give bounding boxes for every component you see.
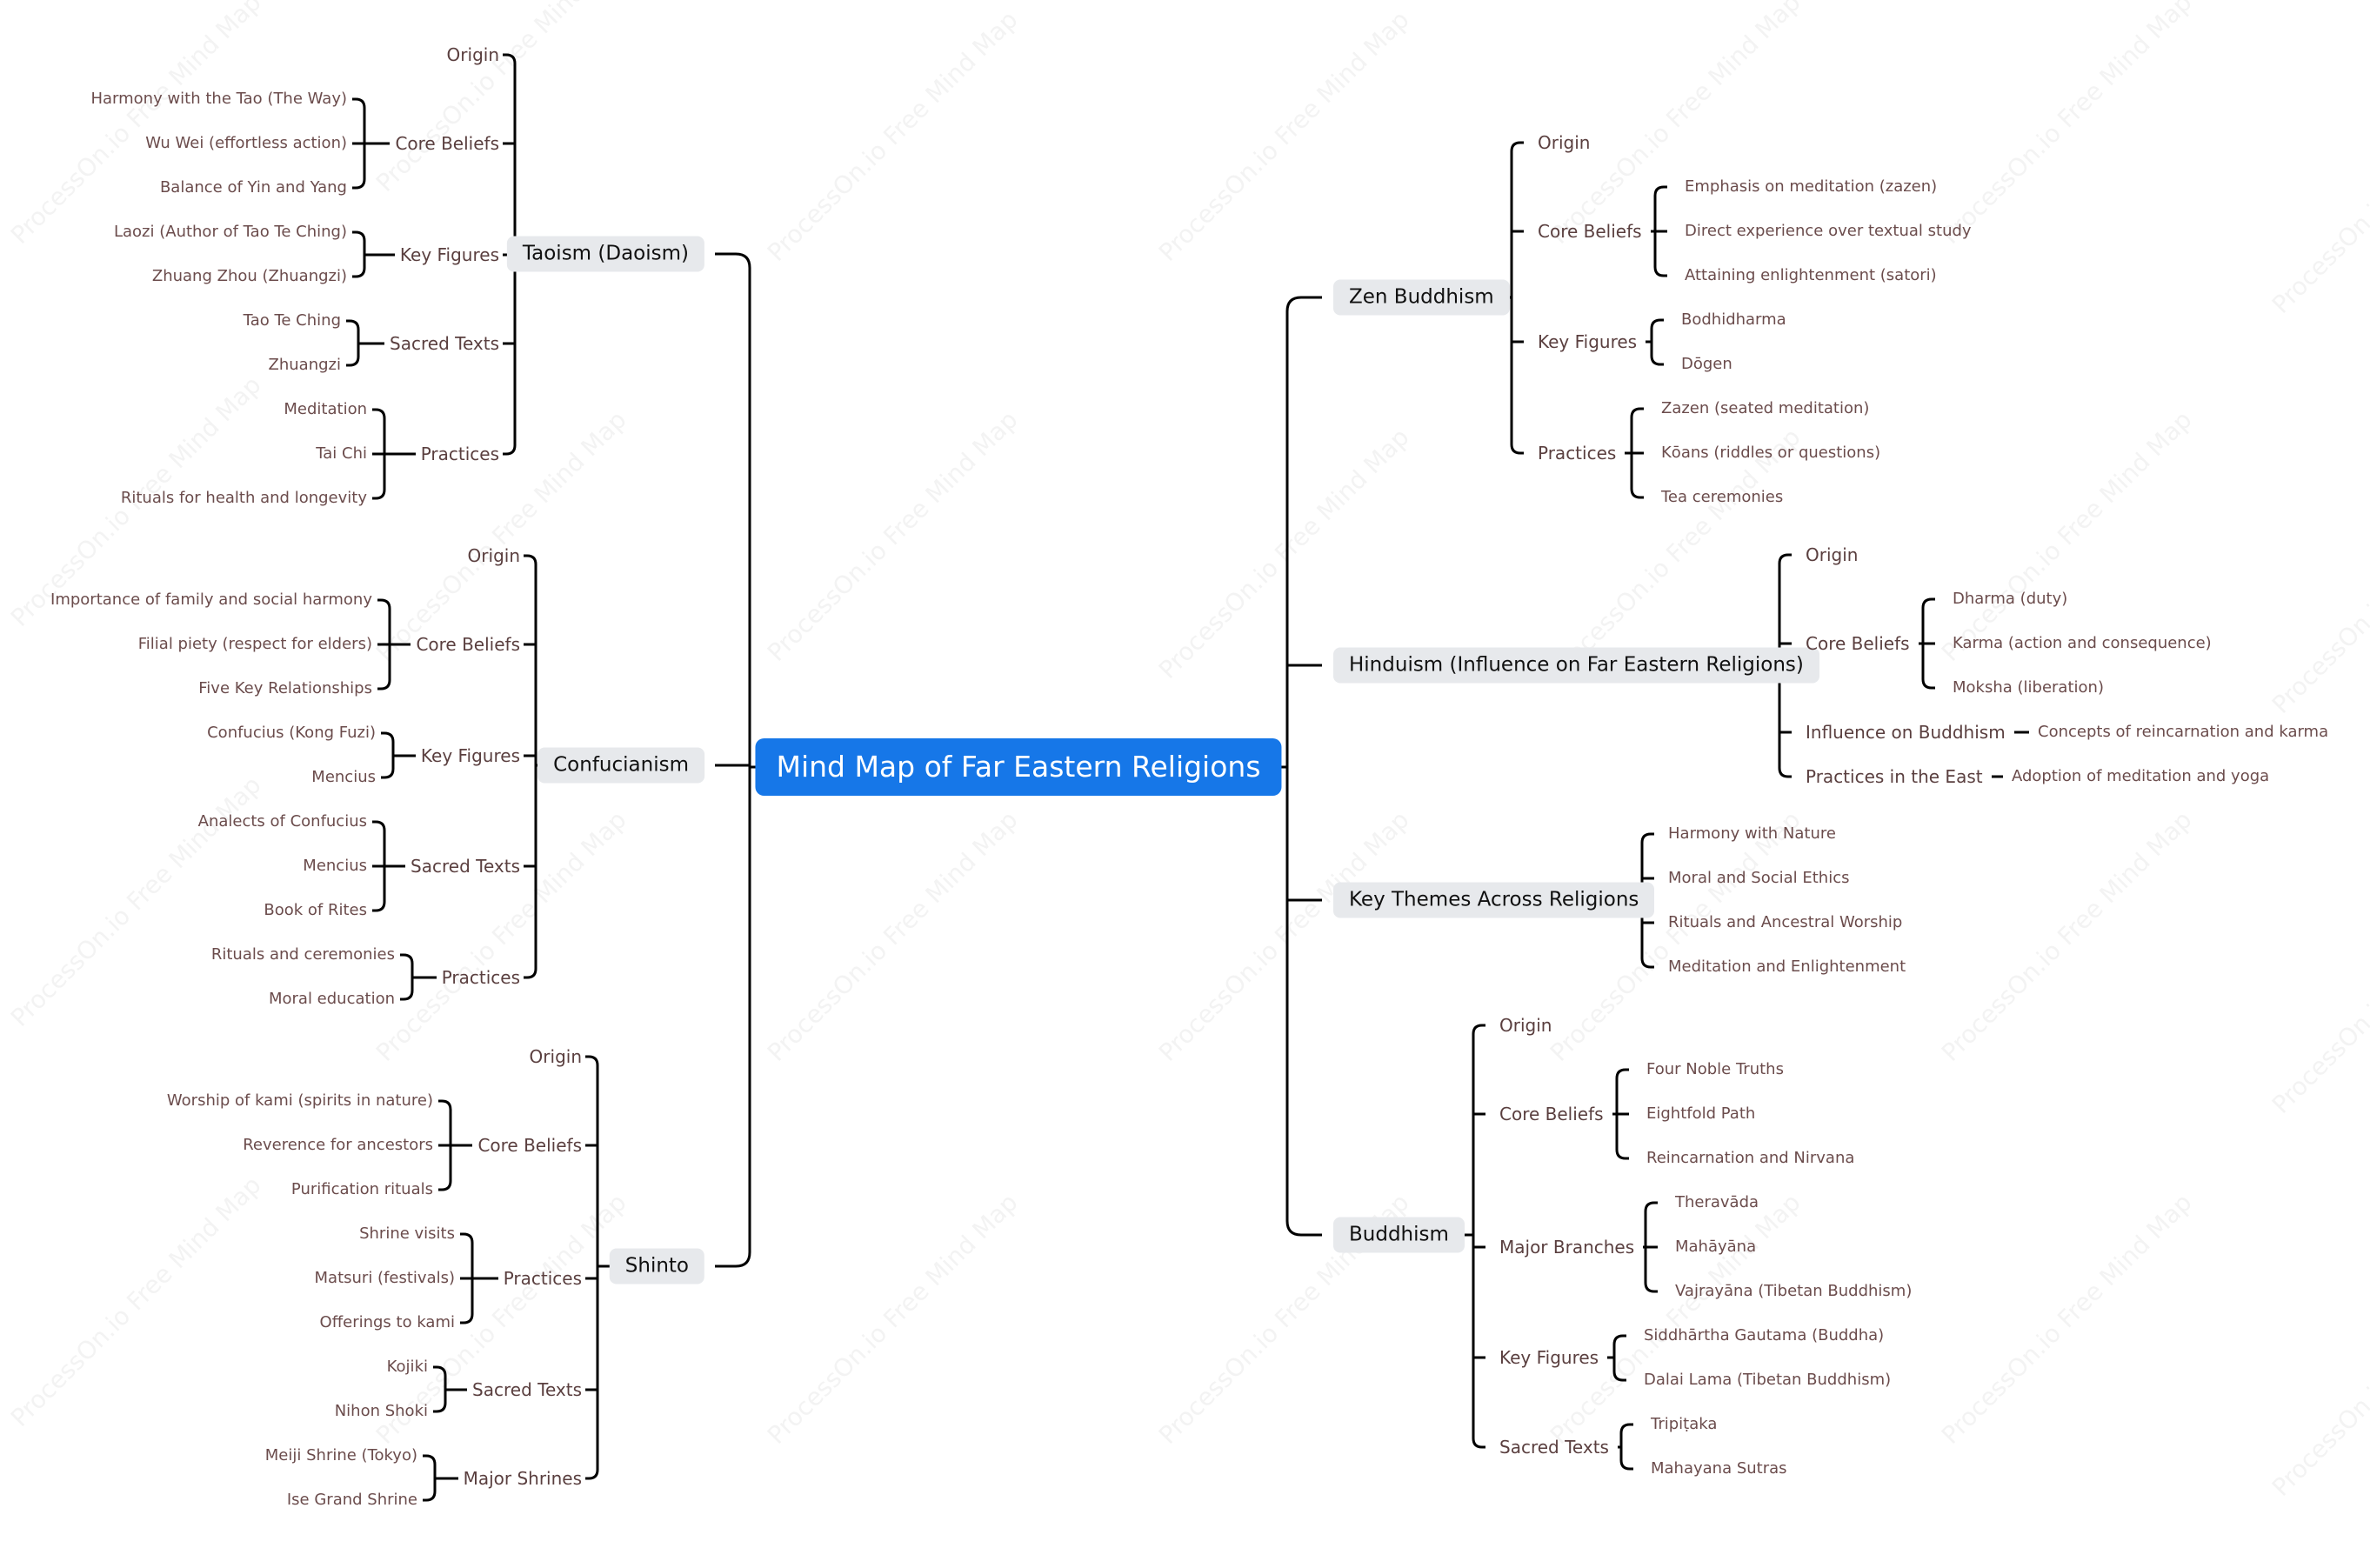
zen-buddhism-topic-2[interactable]: Key Figures (1538, 331, 1638, 352)
taoism-daoism-sub-4-0[interactable]: Meditation (284, 400, 367, 418)
key-themes-across-religions-topic-3[interactable]: Meditation and Enlightenment (1668, 957, 1906, 976)
confucianism-sub-3-2[interactable]: Book of Rites (264, 901, 367, 919)
shinto-sub-2-1[interactable]: Matsuri (festivals) (314, 1269, 455, 1287)
hinduism-influence-on-far-eastern-religions-sub-1-0[interactable]: Dharma (duty) (1953, 590, 2068, 608)
right-spine (1285, 296, 1322, 1237)
root-topic[interactable]: Mind Map of Far Eastern Religions (755, 738, 1282, 796)
shinto-sub-1-1[interactable]: Reverence for ancestors (243, 1136, 433, 1154)
shinto-sub-1-2[interactable]: Purification rituals (290, 1180, 433, 1198)
taoism-daoism-topic-3[interactable]: Sacred Texts (390, 333, 499, 354)
shinto-topic-2[interactable]: Practices (503, 1268, 582, 1289)
confucianism-topic-2[interactable]: Key Figures (420, 745, 520, 766)
branch-buddhism[interactable]: Buddhism (1333, 1217, 1465, 1253)
buddhism-sub-3-0[interactable]: Siddhārtha Gautama (Buddha) (1644, 1326, 1885, 1344)
branch-key-themes-across-religions[interactable]: Key Themes Across Religions (1333, 882, 1655, 918)
taoism-daoism-sub-2-0[interactable]: Laozi (Author of Tao Te Ching) (113, 223, 347, 241)
confucianism-sub-1-1[interactable]: Filial piety (respect for elders) (137, 635, 372, 653)
buddhism-sub-1-0[interactable]: Four Noble Truths (1646, 1060, 1784, 1078)
shinto-sub-3-1[interactable]: Nihon Shoki (334, 1402, 428, 1420)
hinduism-influence-on-far-eastern-religions-sub-1-1[interactable]: Karma (action and consequence) (1953, 634, 2212, 652)
buddhism-sub-2-0[interactable]: Theravāda (1675, 1193, 1759, 1211)
zen-buddhism-sub-3-1[interactable]: Kōans (riddles or questions) (1661, 444, 1881, 462)
hinduism-influence-on-far-eastern-religions-topic-0[interactable]: Origin (1806, 544, 1859, 565)
confucianism-sub-1-0[interactable]: Importance of family and social harmony (50, 591, 372, 609)
shinto-topic-1[interactable]: Core Beliefs (477, 1135, 582, 1156)
branch-shinto[interactable]: Shinto (609, 1248, 704, 1284)
zen-buddhism-topic-1[interactable]: Core Beliefs (1538, 221, 1642, 242)
taoism-daoism-topic-2[interactable]: Key Figures (399, 244, 499, 265)
confucianism-sub-3-0[interactable]: Analects of Confucius (197, 812, 367, 831)
shinto-sub-2-0[interactable]: Shrine visits (359, 1224, 455, 1243)
shinto-sub-4-1[interactable]: Ise Grand Shrine (286, 1491, 417, 1509)
taoism-daoism-sub-4-2[interactable]: Rituals for health and longevity (120, 489, 367, 507)
shinto-sub-1-0[interactable]: Worship of kami (spirits in nature) (166, 1091, 433, 1110)
buddhism-topic-2[interactable]: Major Branches (1499, 1237, 1635, 1258)
confucianism-sub-3-1[interactable]: Mencius (303, 857, 367, 875)
confucianism-topic-1[interactable]: Core Beliefs (416, 634, 520, 655)
buddhism-sub-2-1[interactable]: Mahāyāna (1675, 1238, 1757, 1256)
confucianism-sub-4-0[interactable]: Rituals and ceremonies (210, 945, 395, 964)
key-themes-across-religions-topic-2[interactable]: Rituals and Ancestral Worship (1668, 913, 1903, 931)
confucianism-sub-2-1[interactable]: Mencius (311, 768, 376, 786)
confucianism-sub-2-0[interactable]: Confucius (Kong Fuzi) (207, 724, 376, 742)
zen-buddhism-sub-2-1[interactable]: Dōgen (1681, 355, 1732, 373)
buddhism-topic-0[interactable]: Origin (1499, 1015, 1552, 1036)
key-themes-across-religions-topic-1[interactable]: Moral and Social Ethics (1668, 869, 1850, 887)
branch-confucianism[interactable]: Confucianism (537, 747, 704, 784)
branch-hinduism-influence-on-far-eastern-religions[interactable]: Hinduism (Influence on Far Eastern Relig… (1333, 647, 1819, 684)
confucianism-topic-3[interactable]: Sacred Texts (411, 856, 520, 877)
buddhism-topic-1[interactable]: Core Beliefs (1499, 1104, 1604, 1124)
confucianism-topic-0[interactable]: Origin (467, 545, 520, 566)
shinto-topic-4[interactable]: Major Shrines (463, 1468, 582, 1489)
shinto-sub-2-2[interactable]: Offerings to kami (319, 1313, 455, 1331)
taoism-daoism-sub-1-0[interactable]: Harmony with the Tao (The Way) (90, 90, 347, 108)
zen-buddhism-sub-1-0[interactable]: Emphasis on meditation (zazen) (1685, 177, 1938, 196)
taoism-daoism-sub-4-1[interactable]: Tai Chi (316, 444, 367, 463)
buddhism-sub-1-2[interactable]: Reincarnation and Nirvana (1646, 1149, 1855, 1167)
confucianism-sub-4-1[interactable]: Moral education (268, 990, 395, 1008)
buddhism-sub-4-1[interactable]: Mahayana Sutras (1651, 1459, 1787, 1478)
shinto-sub-3-0[interactable]: Kojiki (386, 1358, 428, 1376)
buddhism-sub-2-2[interactable]: Vajrayāna (Tibetan Buddhism) (1675, 1282, 1913, 1300)
hinduism-influence-on-far-eastern-religions-topic-1[interactable]: Core Beliefs (1806, 633, 1910, 654)
branch-taoism-daoism[interactable]: Taoism (Daoism) (506, 236, 704, 272)
buddhism-topic-3[interactable]: Key Figures (1499, 1347, 1599, 1368)
left-spine (715, 252, 751, 1268)
buddhism-sub-1-1[interactable]: Eightfold Path (1646, 1104, 1756, 1123)
zen-buddhism-sub-1-1[interactable]: Direct experience over textual study (1685, 222, 1972, 240)
taoism-daoism-sub-1-2[interactable]: Balance of Yin and Yang (159, 178, 347, 197)
hinduism-influence-on-far-eastern-religions-sub-2-0[interactable]: Concepts of reincarnation and karma (2038, 723, 2329, 741)
hinduism-influence-on-far-eastern-religions-topic-3[interactable]: Practices in the East (1806, 766, 1983, 787)
zen-buddhism-sub-3-0[interactable]: Zazen (seated meditation) (1661, 399, 1870, 417)
zen-buddhism-sub-1-2[interactable]: Attaining enlightenment (satori) (1685, 266, 1937, 284)
taoism-daoism-sub-1-1[interactable]: Wu Wei (effortless action) (145, 134, 347, 152)
taoism-daoism-topic-0[interactable]: Origin (446, 44, 499, 65)
taoism-daoism-sub-3-0[interactable]: Tao Te Ching (243, 311, 341, 330)
hinduism-influence-on-far-eastern-religions-topic-2[interactable]: Influence on Buddhism (1806, 722, 2006, 743)
taoism-daoism-topic-4[interactable]: Practices (420, 444, 499, 464)
hinduism-influence-on-far-eastern-religions-sub-3-0[interactable]: Adoption of meditation and yoga (2012, 767, 2270, 785)
buddhism-sub-4-0[interactable]: Tripiṭaka (1651, 1415, 1718, 1433)
shinto-topic-0[interactable]: Origin (529, 1046, 582, 1067)
confucianism-topic-4[interactable]: Practices (441, 967, 520, 988)
zen-buddhism-sub-2-0[interactable]: Bodhidharma (1681, 310, 1786, 329)
buddhism-sub-3-1[interactable]: Dalai Lama (Tibetan Buddhism) (1644, 1371, 1892, 1389)
zen-buddhism-sub-3-2[interactable]: Tea ceremonies (1661, 488, 1784, 506)
shinto-sub-4-0[interactable]: Meiji Shrine (Tokyo) (264, 1446, 417, 1465)
branch-zen-buddhism[interactable]: Zen Buddhism (1333, 279, 1510, 316)
confucianism-sub-1-2[interactable]: Five Key Relationships (198, 679, 372, 697)
shinto-topic-3[interactable]: Sacred Texts (472, 1379, 582, 1400)
taoism-daoism-sub-3-1[interactable]: Zhuangzi (268, 356, 341, 374)
taoism-daoism-sub-2-1[interactable]: Zhuang Zhou (Zhuangzi) (151, 267, 347, 285)
taoism-daoism-topic-1[interactable]: Core Beliefs (395, 133, 499, 154)
zen-buddhism-topic-0[interactable]: Origin (1538, 132, 1591, 153)
buddhism-topic-4[interactable]: Sacred Texts (1499, 1437, 1609, 1458)
key-themes-across-religions-topic-0[interactable]: Harmony with Nature (1668, 824, 1836, 843)
hinduism-influence-on-far-eastern-religions-sub-1-2[interactable]: Moksha (liberation) (1953, 678, 2104, 697)
zen-buddhism-topic-3[interactable]: Practices (1538, 443, 1617, 464)
